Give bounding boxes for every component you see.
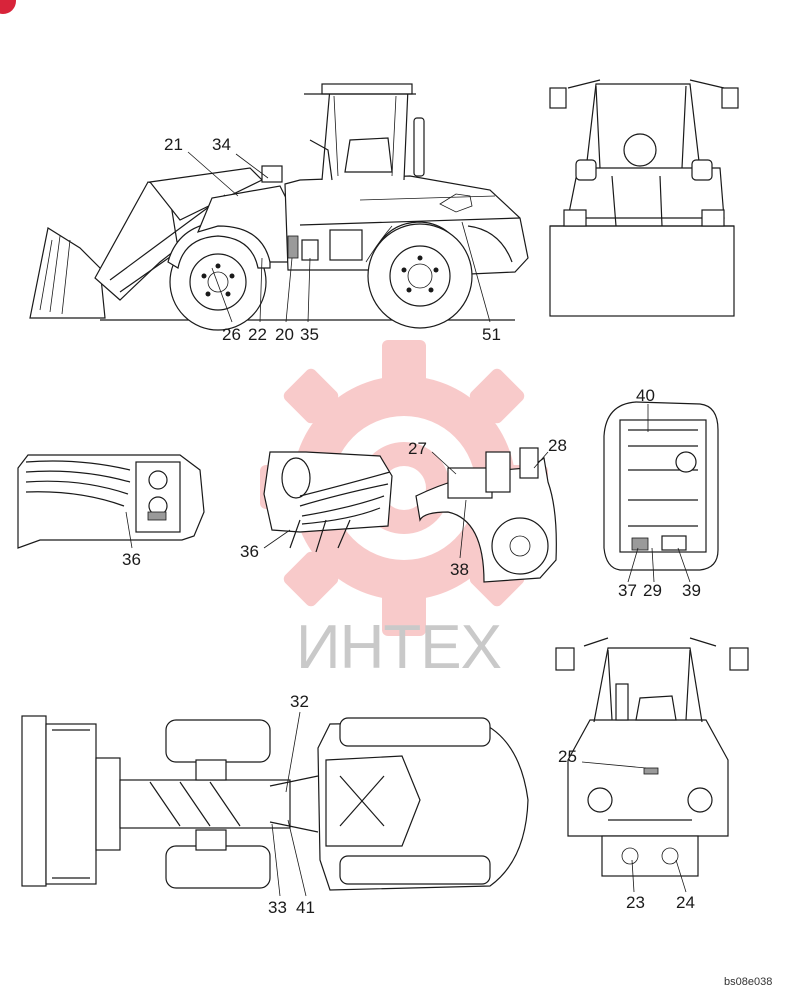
callout-39: 39 (682, 581, 701, 600)
callout-24: 24 (676, 893, 695, 912)
front-view-drawing (549, 79, 739, 317)
side-view-drawing (29, 83, 529, 331)
callout-25: 25 (558, 747, 577, 766)
callout-21: 21 (164, 135, 183, 154)
callout-29: 29 (643, 581, 662, 600)
callout-41: 41 (296, 898, 315, 917)
callout-38: 38 (450, 560, 469, 579)
callout-36-mid: 36 (240, 542, 259, 561)
callout-20: 20 (275, 325, 294, 344)
callout-22: 22 (248, 325, 267, 344)
watermark-text: ИНТЕХ (296, 613, 502, 682)
callout-26: 26 (222, 325, 241, 344)
callout-33: 33 (268, 898, 287, 917)
callout-32: 32 (290, 692, 309, 711)
side-view-leaders (187, 151, 491, 323)
detail-engine-bay (603, 401, 719, 583)
detail-hoses-left (17, 454, 205, 549)
callout-37: 37 (618, 581, 637, 600)
top-view-drawing (21, 711, 529, 897)
rear-view-drawing (555, 637, 749, 893)
detail-hoses-mid (263, 451, 393, 553)
reference-code: bs08e038 (724, 976, 773, 988)
callout-51: 51 (482, 325, 501, 344)
callout-36-left: 36 (122, 550, 141, 569)
callout-40: 40 (636, 386, 655, 405)
callout-23: 23 (626, 893, 645, 912)
callout-27: 27 (408, 439, 427, 458)
callout-35: 35 (300, 325, 319, 344)
callout-28: 28 (548, 436, 567, 455)
detail-fender (415, 447, 557, 583)
callout-34: 34 (212, 135, 231, 154)
